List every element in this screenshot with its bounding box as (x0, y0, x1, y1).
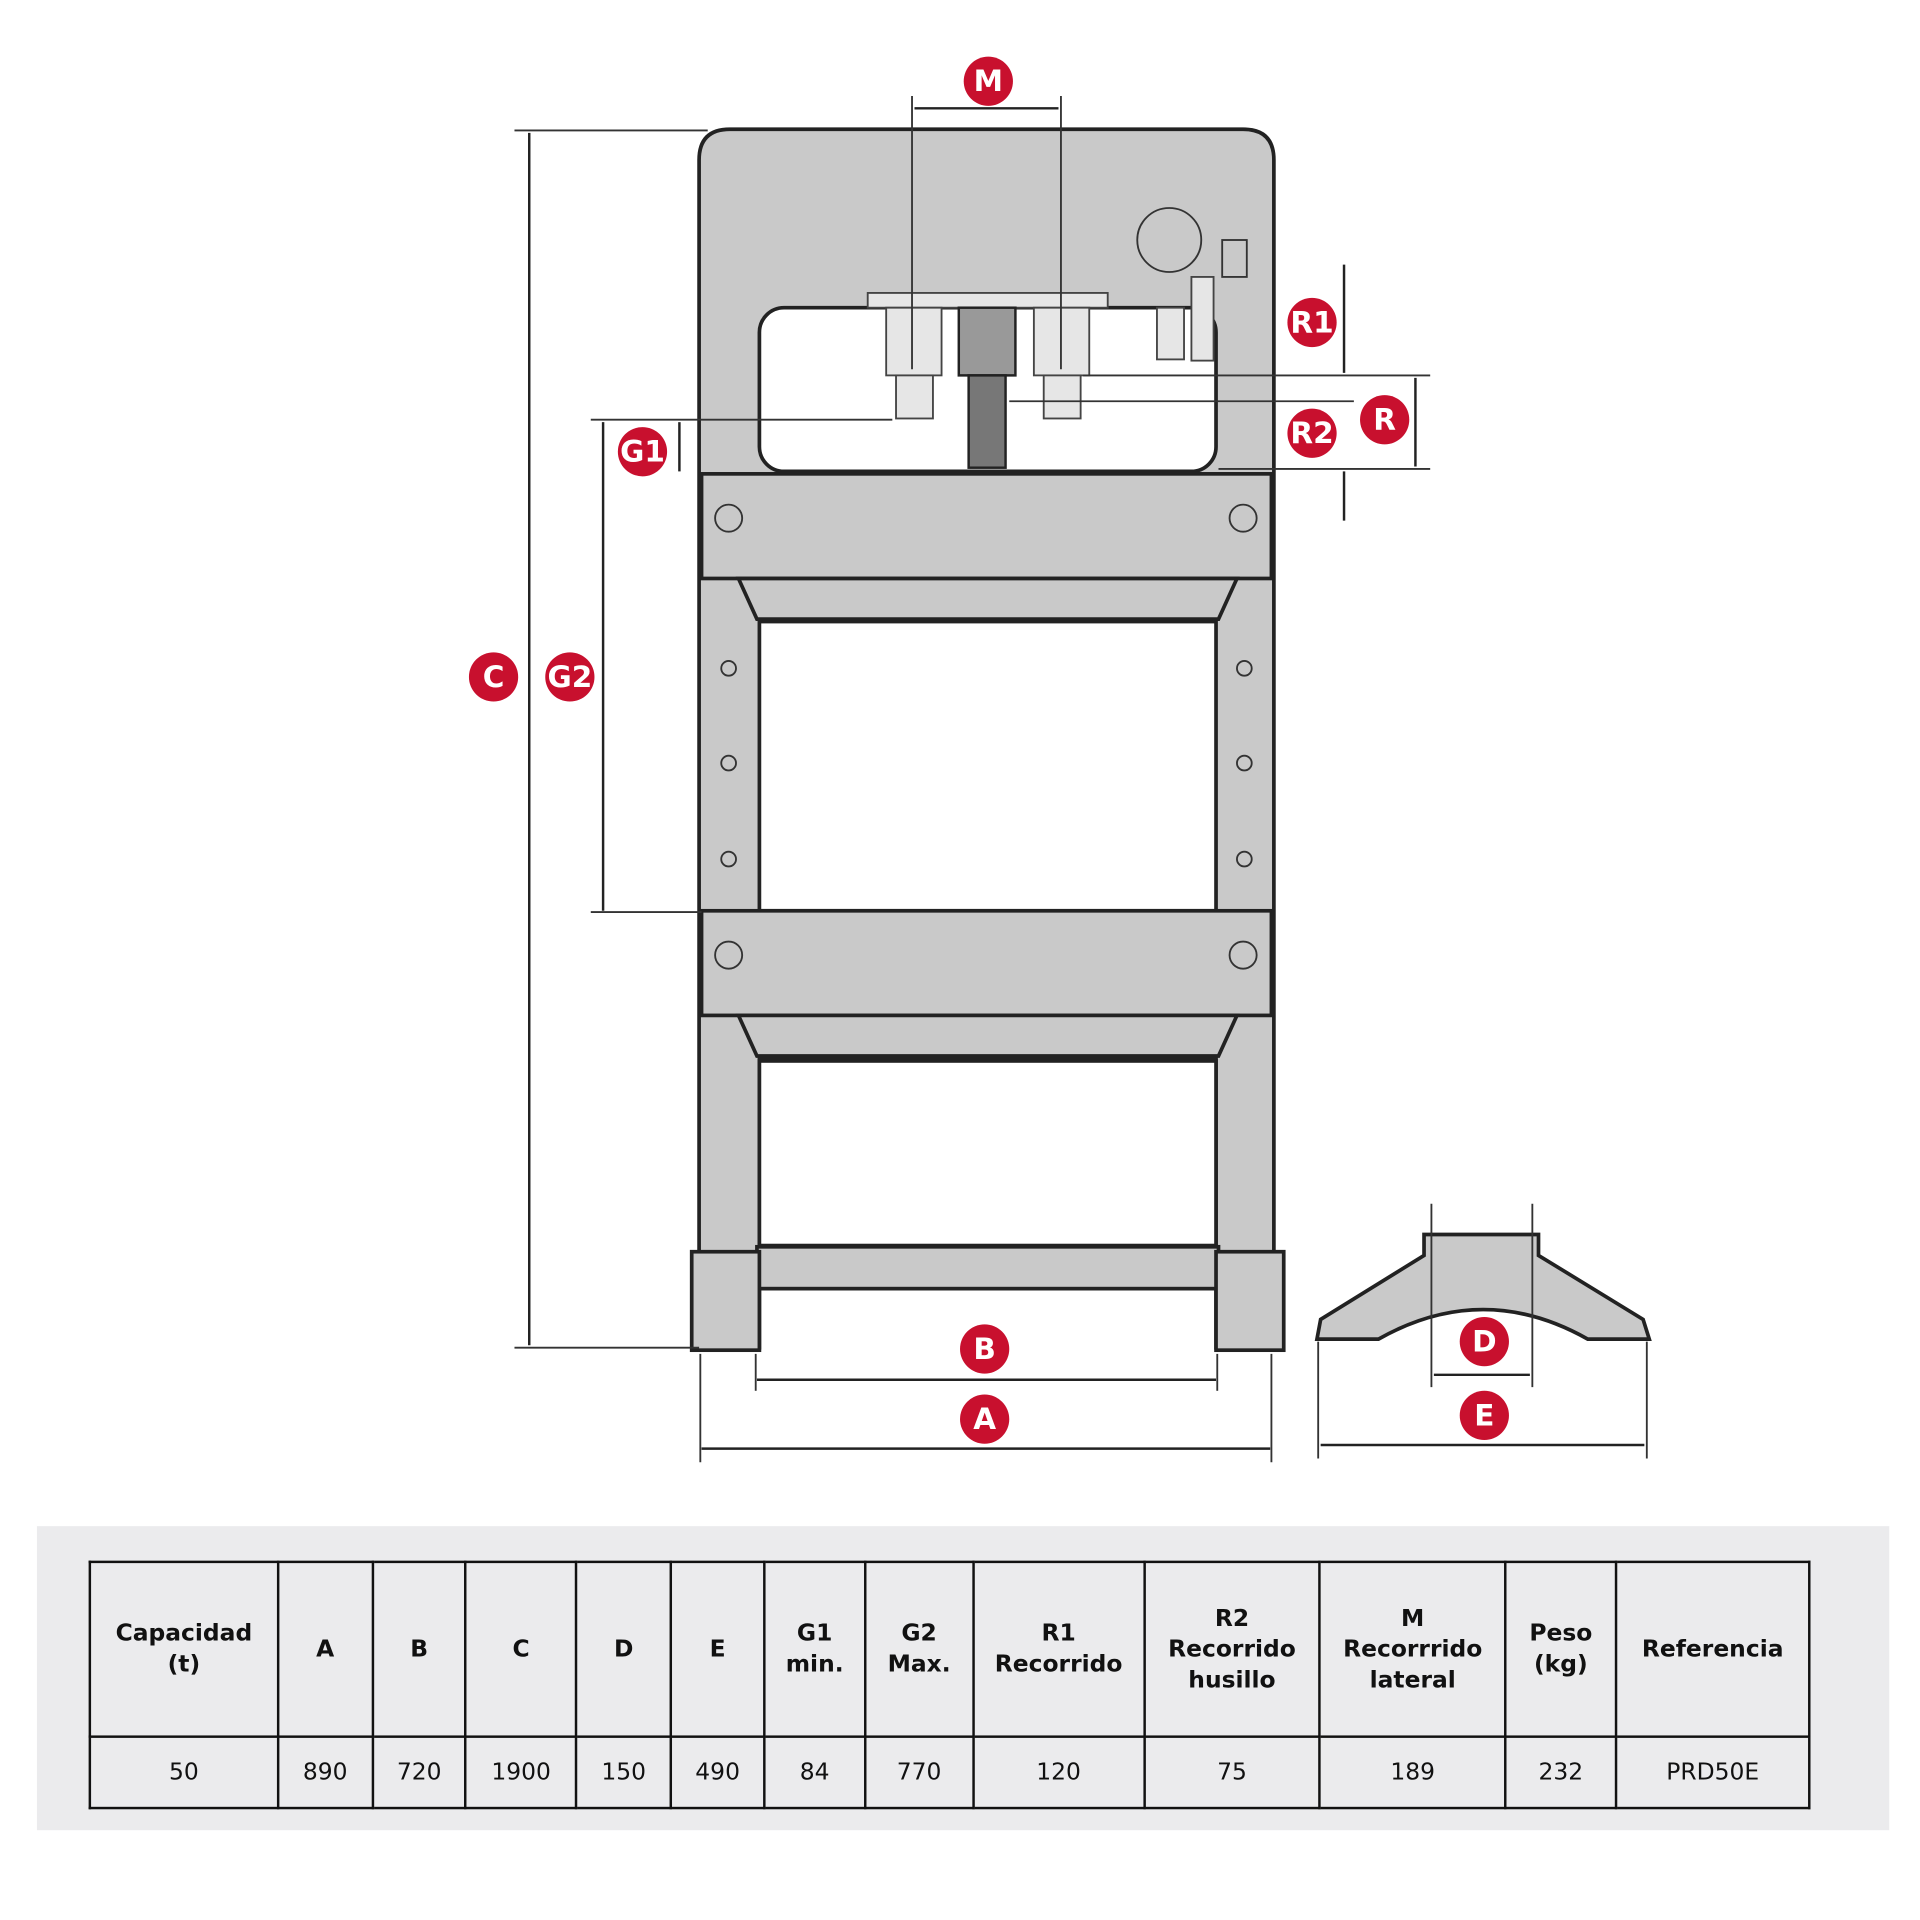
column-header: Capacidad (t) (88, 1560, 280, 1738)
press-frame (689, 127, 1286, 1353)
column-header-line: (kg) (1533, 1650, 1588, 1678)
column-header-line: lateral (1369, 1665, 1456, 1693)
column-header-line: R1 (1041, 1619, 1076, 1647)
column-header-line: M (1401, 1604, 1425, 1632)
column-header: G1 min. (763, 1560, 867, 1738)
label-r: R (1360, 395, 1410, 445)
svg-text:R: R (1373, 403, 1396, 437)
table-cell: 720 (371, 1735, 468, 1810)
column-header: A (276, 1560, 374, 1738)
svg-text:B: B (973, 1332, 996, 1366)
column-header: Referencia (1614, 1560, 1811, 1738)
label-r1: R1 (1287, 297, 1337, 348)
table-cell: 232 (1504, 1735, 1618, 1810)
label-e: E (1459, 1390, 1509, 1441)
label-a: A (960, 1394, 1010, 1444)
label-g2: G2 (545, 652, 595, 702)
label-c: C (468, 652, 519, 702)
column-header-line: Max. (887, 1650, 951, 1678)
column-header-line: Recorrido (994, 1650, 1123, 1678)
svg-text:D: D (1472, 1325, 1497, 1359)
svg-text:M: M (974, 64, 1003, 98)
label-b: B (960, 1324, 1010, 1374)
table-cell: 189 (1318, 1735, 1507, 1810)
table-cell: 770 (863, 1735, 975, 1810)
table-cell: 490 (669, 1735, 766, 1810)
dimension-lines (514, 96, 1648, 1463)
svg-text:G1: G1 (620, 435, 665, 469)
label-m: M (963, 56, 1013, 106)
column-header-line: Recorrrido (1343, 1635, 1483, 1663)
column-header-line: Recorrido (1168, 1635, 1296, 1663)
svg-text:C: C (483, 660, 505, 694)
table-cell: 1900 (464, 1735, 578, 1810)
column-header: Peso (kg) (1504, 1560, 1618, 1738)
table-cell: 150 (575, 1735, 673, 1810)
column-header: D (575, 1560, 673, 1738)
column-header-line: G2 (901, 1619, 937, 1647)
column-header: C (464, 1560, 578, 1738)
column-header-line: D (613, 1635, 634, 1663)
table-cell: 120 (971, 1735, 1146, 1810)
column-header-line: G1 (796, 1619, 833, 1647)
table-cell: 50 (88, 1735, 280, 1810)
svg-text:R1: R1 (1290, 305, 1333, 339)
column-header: E (669, 1560, 766, 1738)
label-r2: R2 (1287, 408, 1337, 458)
press-diagram: M R1 R R2 G1 C G2 B A D E (468, 56, 1652, 1463)
table-cell: 75 (1142, 1735, 1322, 1810)
table-cell: PRD50E (1614, 1735, 1811, 1810)
svg-text:A: A (973, 1402, 996, 1436)
svg-text:E: E (1474, 1398, 1494, 1432)
column-header-line: min. (785, 1650, 844, 1678)
column-header: B (371, 1560, 468, 1738)
column-header-line: (t) (167, 1650, 201, 1678)
column-header-line: R2 (1214, 1604, 1250, 1632)
label-d: D (1459, 1316, 1509, 1367)
column-header-line: Capacidad (115, 1619, 253, 1647)
column-header-line: husillo (1188, 1665, 1276, 1693)
column-header-line: Referencia (1641, 1635, 1784, 1663)
table-cell: 890 (276, 1735, 374, 1810)
column-header-line: C (512, 1635, 530, 1663)
column-header-line: E (709, 1635, 726, 1663)
svg-text:R2: R2 (1290, 416, 1333, 450)
label-g1: G1 (617, 427, 668, 477)
column-header-line: B (410, 1635, 429, 1663)
svg-text:G2: G2 (547, 660, 592, 694)
press-foot (1314, 1232, 1652, 1341)
table-cell: 84 (763, 1735, 867, 1810)
column-header-line: A (316, 1635, 335, 1663)
column-header-line: Peso (1529, 1619, 1593, 1647)
